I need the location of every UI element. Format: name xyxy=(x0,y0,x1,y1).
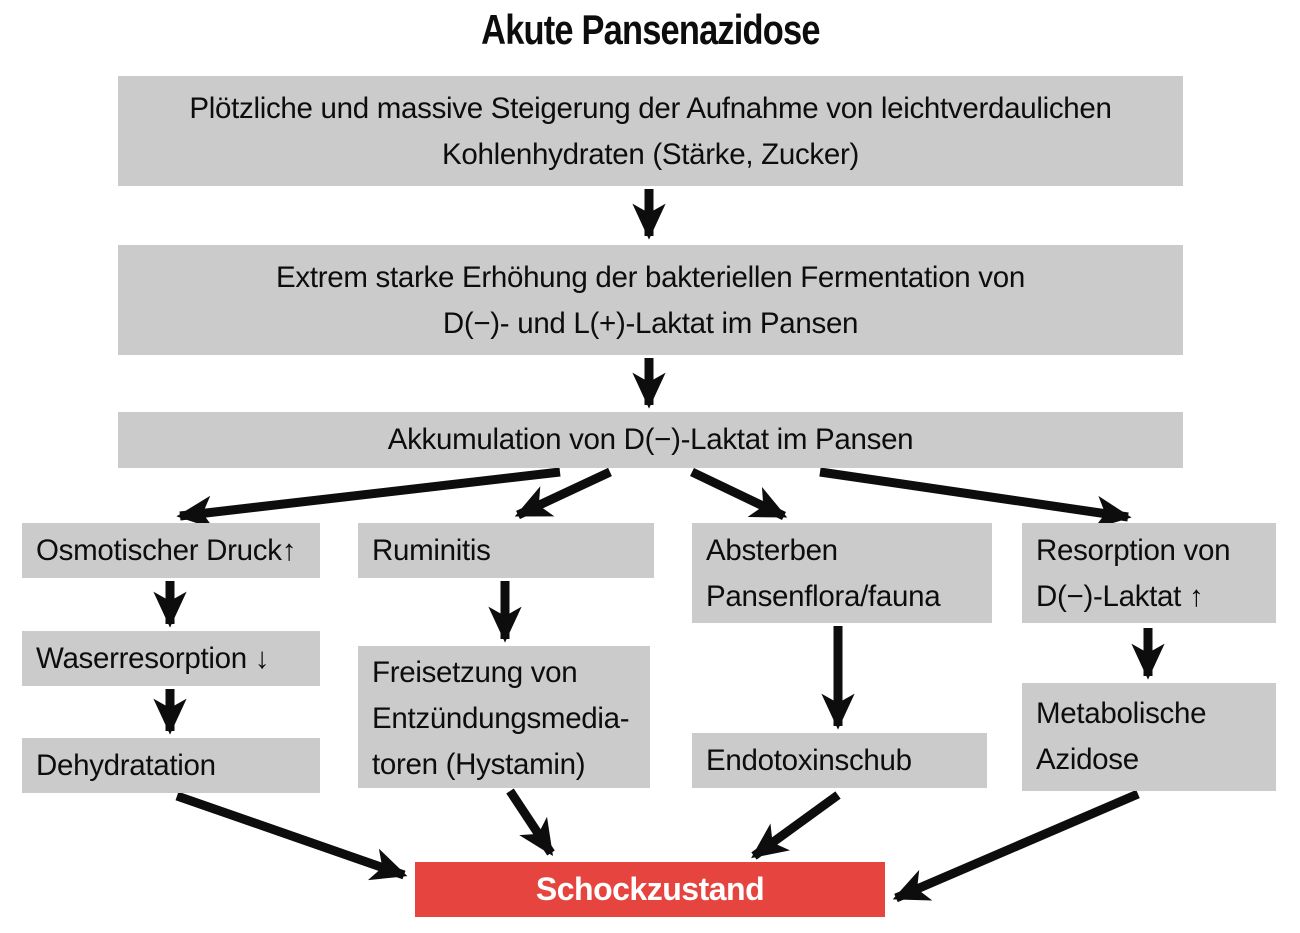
edge-endotoxinschub-schock xyxy=(751,791,841,860)
page-title: Akute Pansenazidose xyxy=(0,6,1300,54)
node-wasserresorption: Waserresorption ↓ xyxy=(22,631,320,686)
node-metabolische: Metabolische Azidose xyxy=(1022,683,1276,791)
node-dehydratation: Dehydratation xyxy=(22,738,320,793)
edge-metabolische-schock xyxy=(892,789,1140,903)
edge-akkumulation-osmotic xyxy=(176,467,561,529)
edge-freisetzung-schock xyxy=(506,788,555,857)
node-schock: Schockzustand xyxy=(415,862,885,917)
page-title-text: Akute Pansenazidose xyxy=(480,6,820,53)
node-intake: Plötzliche und massive Steigerung der Au… xyxy=(118,76,1183,186)
node-resorption: Resorption von D(−)-Laktat ↑ xyxy=(1022,523,1276,623)
node-akkumulation: Akkumulation von D(−)-Laktat im Pansen xyxy=(118,412,1183,468)
edge-akkumulation-absterben xyxy=(690,467,788,521)
edge-dehydratation-schock xyxy=(175,791,408,881)
node-absterben: Absterben Pansenflora/fauna xyxy=(692,523,992,623)
node-ruminitis: Ruminitis xyxy=(358,523,654,578)
node-fermentation: Extrem starke Erhöhung der bakteriellen … xyxy=(118,245,1183,355)
node-endotoxinschub: Endotoxinschub xyxy=(692,733,987,788)
edge-akkumulation-ruminitis xyxy=(514,467,612,520)
node-freisetzung: Freisetzung von Entzündungsmedia- toren … xyxy=(358,646,650,788)
edge-akkumulation-resorption xyxy=(819,467,1132,529)
node-osmotic: Osmotischer Druck↑ xyxy=(22,523,320,578)
